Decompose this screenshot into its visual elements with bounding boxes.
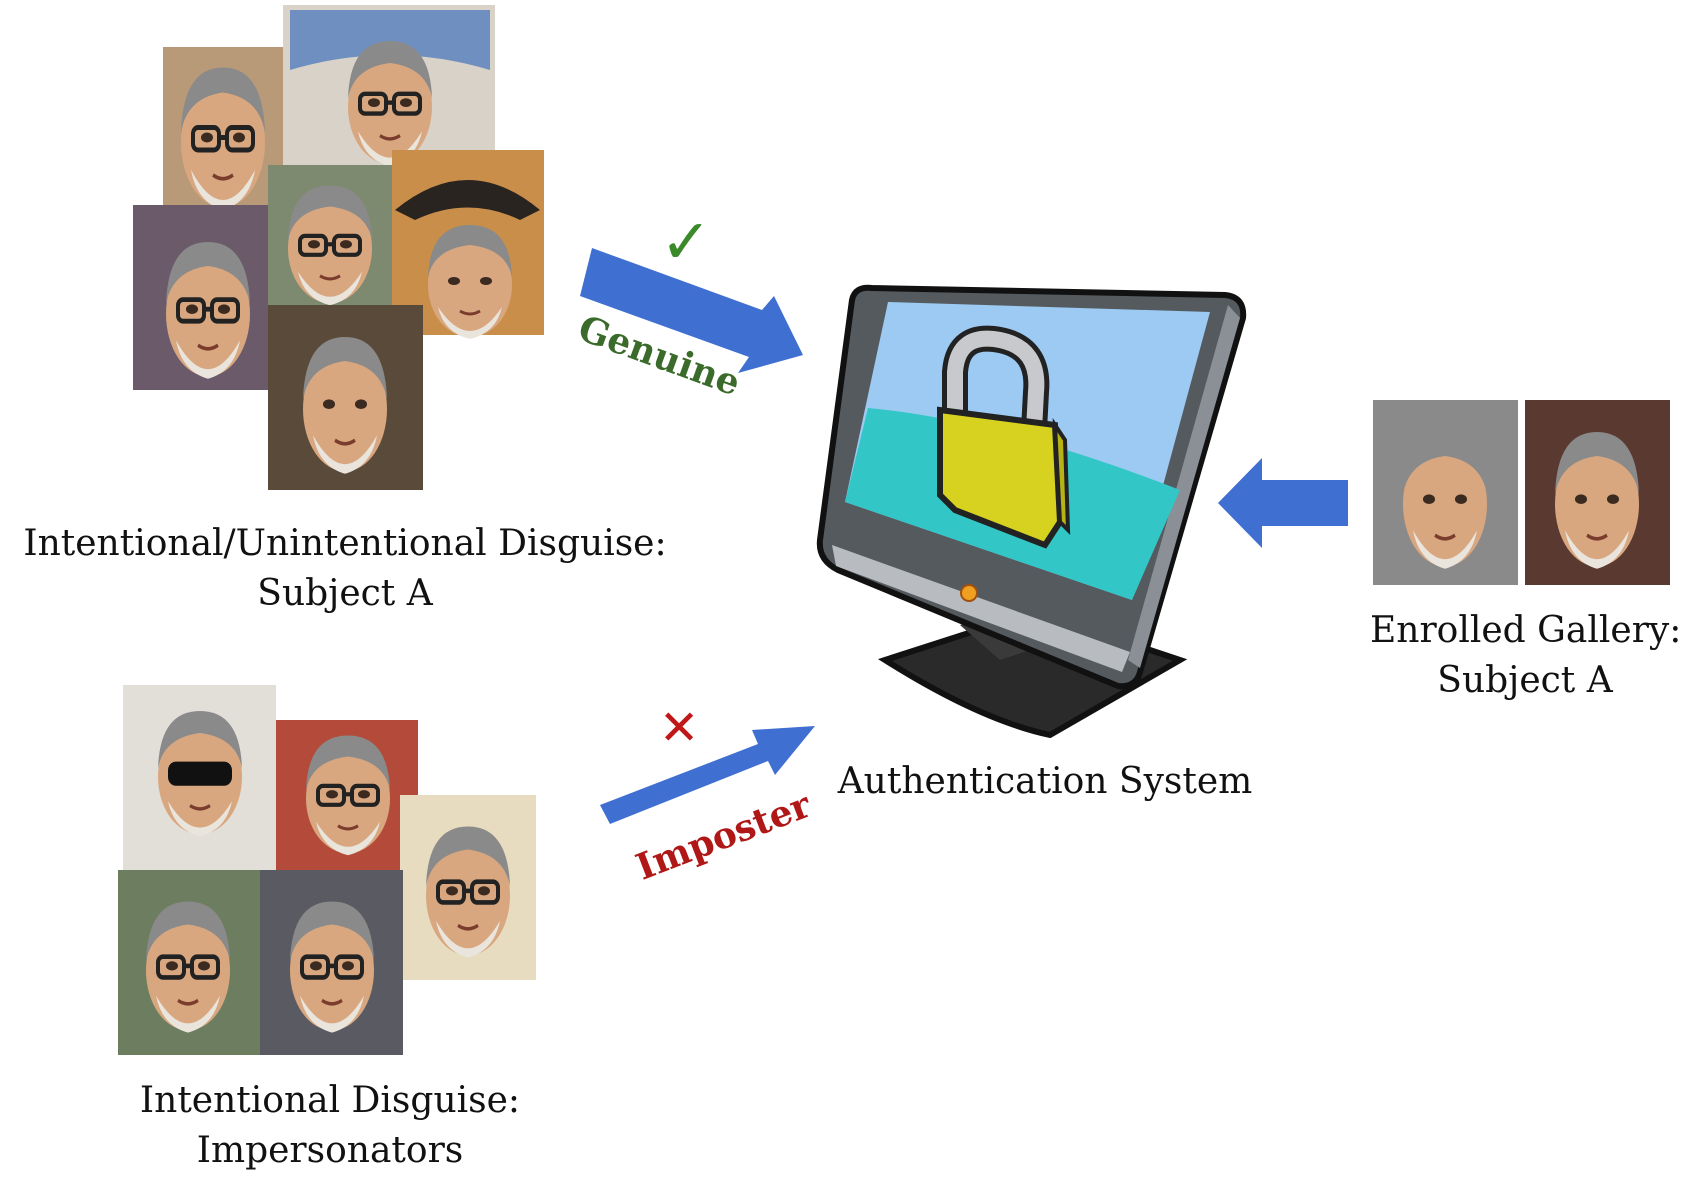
gallery-photo-2 <box>1525 400 1670 585</box>
gallery-arrow <box>1218 458 1348 548</box>
check-icon: ✓ <box>660 205 712 278</box>
genuine-caption-line1: Intentional/Unintentional Disguise: <box>23 523 667 564</box>
imposter-caption-line1: Intentional Disguise: <box>139 1080 521 1121</box>
genuine-caption: Intentional/Unintentional Disguise: Subj… <box>20 519 670 619</box>
padlock-icon <box>937 325 1071 549</box>
genuine-arrow <box>580 248 803 373</box>
imposter-photo-5 <box>260 870 403 1055</box>
imposter-photo-3 <box>400 795 536 980</box>
imposter-photo-1 <box>123 685 276 870</box>
genuine-photo-6 <box>268 305 423 490</box>
gallery-photo-1 <box>1373 400 1518 585</box>
imposter-arrow <box>600 726 815 824</box>
cross-icon: ✕ <box>659 700 700 756</box>
genuine-photo-4 <box>268 165 393 307</box>
genuine-photo-5 <box>392 150 544 341</box>
genuine-photo-3 <box>133 205 273 390</box>
imposter-photo-2 <box>276 720 418 870</box>
system-caption-text: Authentication System <box>837 761 1253 802</box>
genuine-caption-line2: Subject A <box>257 573 433 614</box>
imposter-photo-4 <box>118 870 260 1055</box>
gallery-caption-line2: Subject A <box>1437 660 1613 701</box>
gallery-caption: Enrolled Gallery: Subject A <box>1370 606 1682 706</box>
imposter-caption-line2: Impersonators <box>196 1130 464 1171</box>
imposter-caption: Intentional Disguise: Impersonators <box>80 1076 580 1176</box>
genuine-photo-2 <box>283 5 495 169</box>
system-caption: Authentication System <box>820 757 1270 807</box>
genuine-photo-1 <box>163 47 283 212</box>
gallery-caption-line1: Enrolled Gallery: <box>1370 610 1682 651</box>
